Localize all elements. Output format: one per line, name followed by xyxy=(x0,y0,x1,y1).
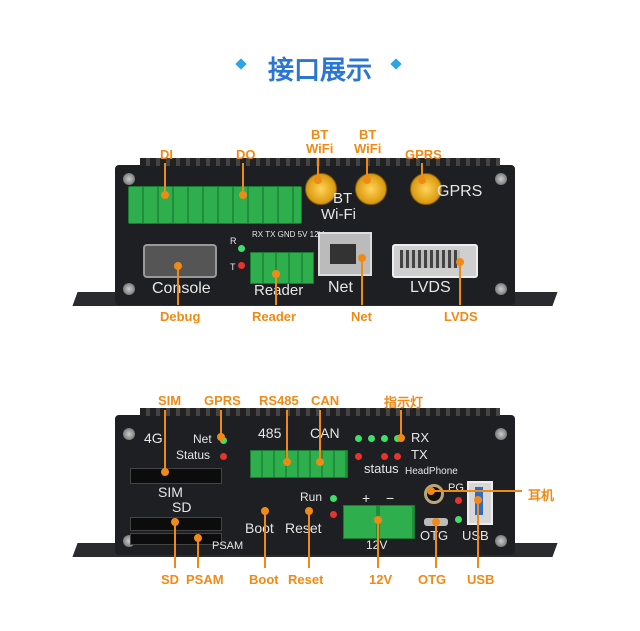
label-can: CAN xyxy=(311,393,340,408)
label-boot: Boot xyxy=(249,572,279,587)
indicator-led xyxy=(355,435,362,442)
silk-otg: OTG xyxy=(420,528,449,543)
net-port-socket xyxy=(330,244,356,264)
silk-console: Console xyxy=(152,280,211,297)
label-gprs-top: GPRS xyxy=(405,147,442,162)
label-rs485: RS485 xyxy=(259,393,299,408)
label-psam: PSAM xyxy=(186,572,224,587)
pg-led-2 xyxy=(455,516,462,523)
rs485-can-terminal xyxy=(250,450,348,478)
silk-status-led: Status xyxy=(176,448,211,462)
label-sim: SIM xyxy=(158,393,182,408)
silk-12v: 12V xyxy=(366,538,388,552)
silk-can: CAN xyxy=(310,425,340,441)
run-led-2 xyxy=(330,511,337,518)
silk-wifi: Wi-Fi xyxy=(321,206,356,223)
label-bt-wifi-1: BT WiFi xyxy=(306,127,334,156)
bt-wifi-antenna-2 xyxy=(355,173,387,205)
label-reset: Reset xyxy=(288,572,324,587)
label-gprs-bottom: GPRS xyxy=(204,393,241,408)
indicator-led xyxy=(355,453,362,460)
silk-t: T xyxy=(230,262,236,272)
label-debug: Debug xyxy=(160,309,201,324)
r-led xyxy=(238,245,245,252)
silk-psam: PSAM xyxy=(212,540,244,552)
indicator-led xyxy=(381,453,388,460)
silk-reset: Reset xyxy=(285,520,322,536)
t-led xyxy=(238,262,245,269)
reader-terminal xyxy=(250,252,314,284)
label-sd: SD xyxy=(161,572,180,587)
pg-led xyxy=(455,497,462,504)
silk-sd: SD xyxy=(172,499,192,515)
screw-icon xyxy=(495,173,507,185)
silk-net-led: Net xyxy=(193,432,212,446)
label-headphone: 耳机 xyxy=(528,488,555,503)
silk-485: 485 xyxy=(258,425,282,441)
indicator-led xyxy=(368,435,375,442)
label-otg: OTG xyxy=(418,572,447,587)
label-indicator: 指示灯 xyxy=(384,395,424,410)
silk-tx: TX xyxy=(411,447,428,462)
silk-headphone: HeadPhone xyxy=(405,466,458,477)
screw-icon xyxy=(123,428,135,440)
silk-rx: RX xyxy=(411,430,430,445)
gprs-antenna xyxy=(410,173,442,205)
lvds-port-pins xyxy=(400,250,460,268)
console-port[interactable] xyxy=(143,244,217,278)
label-12v: 12V xyxy=(369,572,393,587)
silk-bt: BT xyxy=(333,190,353,207)
indicator-led xyxy=(381,435,388,442)
silk-lvds: LVDS xyxy=(410,279,451,296)
label-usb: USB xyxy=(467,572,495,587)
silk-net: Net xyxy=(328,279,353,296)
indicator-led xyxy=(394,453,401,460)
sim-slot[interactable] xyxy=(130,468,222,484)
screw-icon xyxy=(123,283,135,295)
label-lvds: LVDS xyxy=(444,309,478,324)
silk-run: Run xyxy=(300,490,323,504)
silk-gprs: GPRS xyxy=(437,183,483,200)
label-reader: Reader xyxy=(252,309,297,324)
di-do-terminal-block xyxy=(128,186,302,224)
net-led xyxy=(220,437,227,444)
label-do: DO xyxy=(236,147,256,162)
silk-status2: status xyxy=(364,461,399,476)
label-net: Net xyxy=(351,309,372,324)
top-device-fins xyxy=(140,158,500,166)
status-led xyxy=(220,453,227,460)
silk-boot: Boot xyxy=(245,520,274,536)
run-led xyxy=(330,495,337,502)
bottom-device-body xyxy=(115,415,515,555)
silk-r: R xyxy=(230,236,237,246)
silk-plus: + xyxy=(362,490,371,506)
silk-reader-pins: RX TX GND 5V 12V xyxy=(252,230,324,239)
screw-icon xyxy=(123,173,135,185)
screw-icon xyxy=(495,283,507,295)
silk-reader: Reader xyxy=(254,282,304,299)
screw-icon xyxy=(495,535,507,547)
screw-icon xyxy=(495,428,507,440)
silk-minus: − xyxy=(386,490,395,506)
silk-sim: SIM xyxy=(158,484,183,500)
page-title: 接口展示 xyxy=(267,56,372,86)
label-bt-wifi-2: BT WiFi xyxy=(354,127,382,156)
label-di: DI xyxy=(160,147,173,162)
silk-4g: 4G xyxy=(144,430,163,446)
silk-usb: USB xyxy=(462,528,489,543)
